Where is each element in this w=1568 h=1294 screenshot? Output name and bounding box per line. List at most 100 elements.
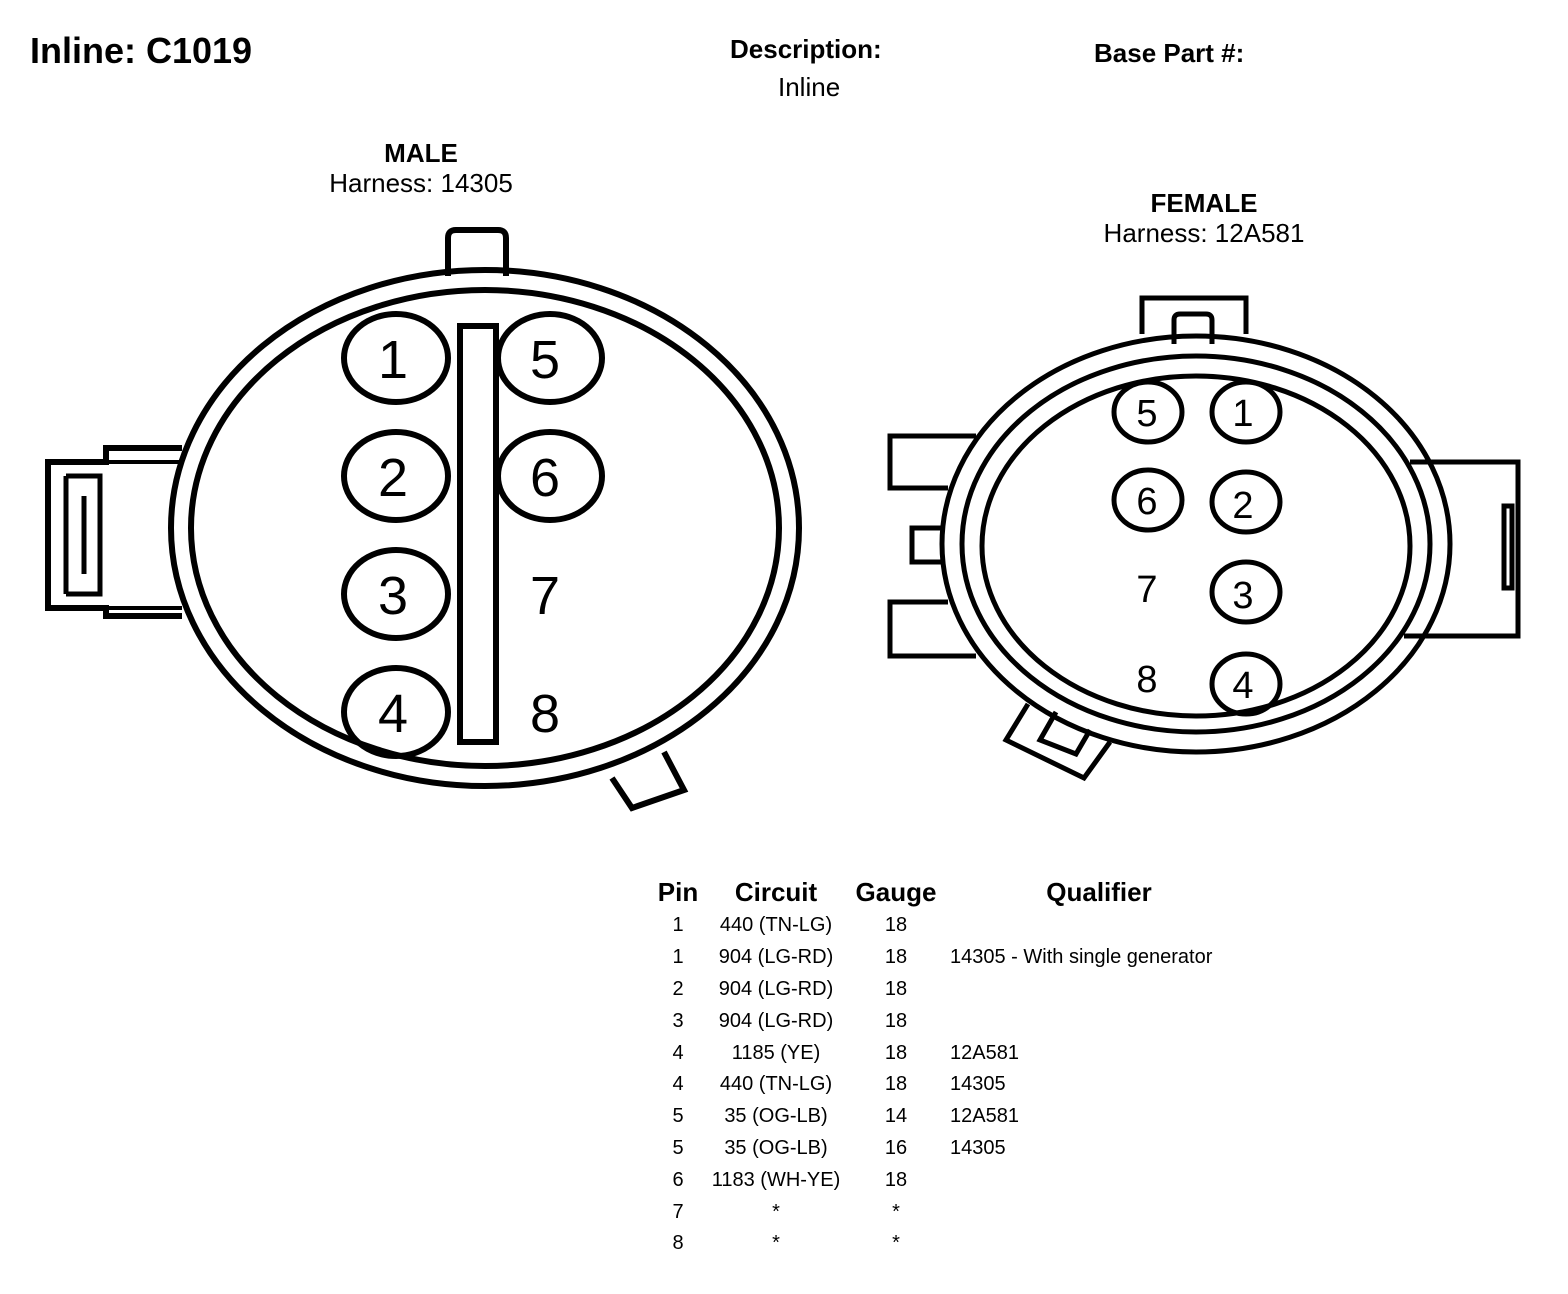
cell-gauge: 18: [884, 1041, 908, 1064]
female-left-tab: [887, 599, 976, 659]
female-middle-shell: [959, 353, 1433, 735]
table-row: 8 * *: [648, 1228, 1250, 1260]
base-part-label: Base Part #:: [1094, 38, 1245, 68]
table-row: 4 440 (TN-LG) 18 14305: [648, 1069, 1250, 1101]
male-harness-label: Harness: 14305: [329, 168, 513, 198]
male-latch: [45, 445, 182, 619]
male-inner-shell: [188, 287, 782, 769]
male-pin-cavity: [341, 665, 451, 759]
cell-pin: 1: [672, 914, 684, 937]
cell-gauge: 18: [884, 1168, 908, 1191]
cell-qualifier: 14305: [950, 1136, 1006, 1159]
cell-qualifier: 12A581: [950, 1105, 1019, 1128]
female-pin-cavity: [1209, 559, 1283, 625]
table-row: 5 35 (OG-LB) 16 14305: [648, 1133, 1250, 1165]
table-header-row: Pin Circuit Gauge Qualifier: [648, 874, 1250, 910]
table-row: 7 * *: [648, 1196, 1250, 1228]
cell-qualifier: [948, 910, 1250, 942]
male-connector: [45, 227, 802, 812]
male-pin-number: 1: [378, 330, 408, 390]
cell-qualifier: [948, 1196, 1250, 1228]
pinout-table: Pin Circuit Gauge Qualifier 1 440 (TN-LG…: [648, 874, 1250, 1260]
cell-gauge: *: [892, 1232, 900, 1255]
cell-gauge: 18: [884, 914, 908, 937]
female-inner-shell: [979, 373, 1413, 719]
cell-circuit: *: [772, 1232, 780, 1255]
table-row: 6 1183 (WH-YE) 18: [648, 1164, 1250, 1196]
female-pin-number: 5: [1136, 393, 1157, 435]
male-connector-label: MALE Harness: 14305: [271, 138, 571, 198]
cell-qualifier: [948, 1228, 1250, 1260]
female-gender-label: FEMALE: [1150, 188, 1258, 218]
table-row: 1 904 (LG-RD) 18 14305 - With single gen…: [648, 942, 1250, 974]
description-value: Inline: [778, 72, 841, 102]
female-pin-cavity: [1209, 651, 1283, 717]
cell-pin: 5: [672, 1105, 684, 1128]
male-pin-cavity: [495, 429, 605, 523]
cell-gauge: 16: [884, 1136, 908, 1159]
female-pin-number: 1: [1232, 393, 1253, 435]
female-pin-cavity: [1209, 469, 1283, 535]
column-header-pin: Pin: [657, 876, 699, 907]
female-connector-label: FEMALE Harness: 12A581: [1054, 188, 1354, 248]
male-pin-number: 8: [530, 684, 560, 744]
connector-diagram: 1 2 3 4 5 6 7 8 1 2 3: [45, 227, 1521, 812]
female-pin-cavity: [1111, 467, 1185, 533]
female-pin-cavity: [1111, 379, 1185, 445]
table-row: 2 904 (LG-RD) 18: [648, 974, 1250, 1006]
cell-circuit: 440 (TN-LG): [719, 914, 833, 937]
column-header-circuit: Circuit: [734, 876, 818, 907]
cell-gauge: 18: [884, 1009, 908, 1032]
male-bottom-tab: [609, 750, 689, 812]
cell-pin: 6: [672, 1168, 684, 1191]
cell-pin: 2: [672, 977, 684, 1000]
male-divider: [457, 323, 499, 745]
cell-circuit: 904 (LG-RD): [718, 1009, 834, 1032]
table-row: 4 1185 (YE) 18 12A581: [648, 1037, 1250, 1069]
male-pin-cavity: [341, 311, 451, 405]
table-row: 5 35 (OG-LB) 14 12A581: [648, 1101, 1250, 1133]
cell-circuit: *: [772, 1200, 780, 1223]
column-header-qualifier: Qualifier: [1046, 876, 1152, 907]
male-pin-number: 5: [530, 330, 560, 390]
female-bottom-latch: [1002, 702, 1113, 782]
female-outer-shell: [939, 333, 1453, 755]
female-pin-number: 7: [1136, 569, 1157, 611]
cell-qualifier: 14305 - With single generator: [950, 946, 1213, 969]
cell-circuit: 35 (OG-LB): [724, 1136, 828, 1159]
female-top-key: [1139, 295, 1249, 334]
cell-gauge: 14: [884, 1105, 908, 1128]
female-left-tab: [887, 433, 976, 491]
male-pin-numbers: 1 2 3 4 5 6 7 8: [378, 330, 560, 744]
female-pin-number: 4: [1232, 665, 1253, 707]
cell-pin: 7: [672, 1200, 684, 1223]
cell-circuit: 1183 (WH-YE): [711, 1168, 841, 1191]
cell-pin: 1: [672, 946, 684, 969]
cell-circuit: 904 (LG-RD): [718, 946, 834, 969]
female-right-tab: [1404, 459, 1521, 639]
cell-qualifier: [948, 1005, 1250, 1037]
male-gender-label: MALE: [384, 138, 458, 168]
female-left-tab: [909, 525, 944, 565]
cell-qualifier: 12A581: [950, 1041, 1019, 1064]
male-pin-cavity: [495, 311, 605, 405]
female-connector: [887, 295, 1521, 782]
page-title: Inline: C1019: [30, 30, 253, 71]
cell-gauge: 18: [884, 1073, 908, 1096]
description-label: Description:: [730, 34, 882, 64]
male-pin-number: 6: [530, 448, 560, 508]
cell-qualifier: [948, 1164, 1250, 1196]
male-top-key: [445, 227, 509, 276]
female-harness-label: Harness: 12A581: [1103, 218, 1305, 248]
female-pin-numbers: 1 2 3 4 5 6 7 8: [1136, 393, 1253, 707]
cell-circuit: 35 (OG-LB): [724, 1105, 828, 1128]
male-pin-cavity: [341, 547, 451, 641]
column-header-gauge: Gauge: [855, 876, 937, 907]
cell-circuit: 904 (LG-RD): [718, 977, 834, 1000]
cell-pin: 4: [672, 1073, 684, 1096]
table-row: 1 440 (TN-LG) 18: [648, 910, 1250, 942]
male-pin-number: 4: [378, 684, 408, 744]
male-pin-cavity: [341, 429, 451, 523]
cell-pin: 5: [672, 1136, 684, 1159]
cell-circuit: 440 (TN-LG): [719, 1073, 833, 1096]
